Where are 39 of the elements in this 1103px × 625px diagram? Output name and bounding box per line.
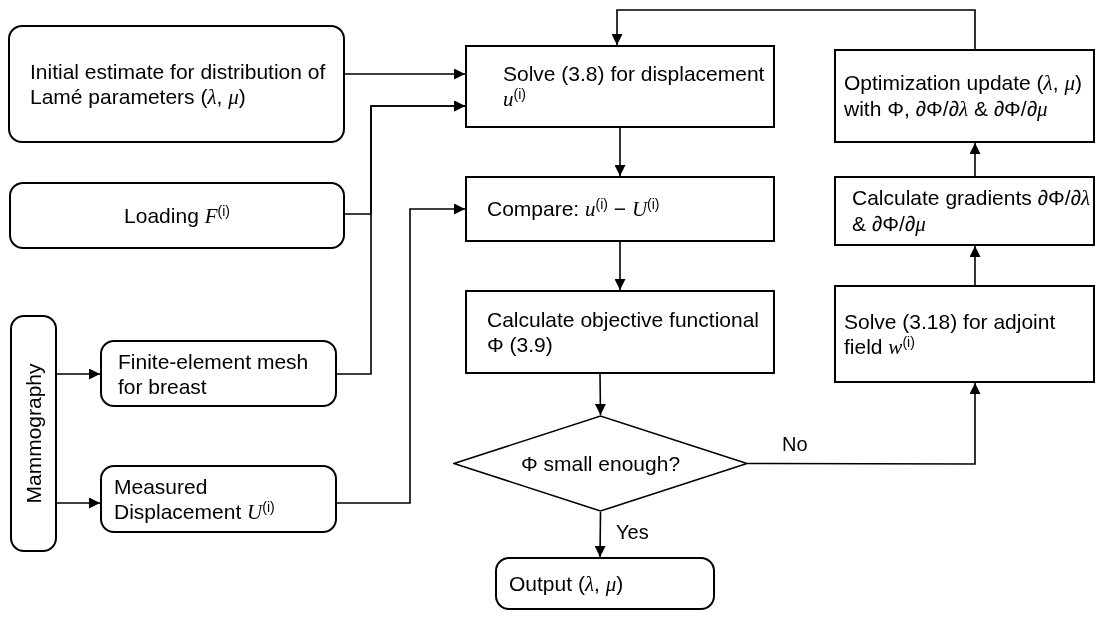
- process-box: [10, 315, 57, 552]
- process-box: [834, 49, 1095, 143]
- arrow: [56, 497, 101, 509]
- arrow: [611, 9, 976, 50]
- node-label: Output (λ, μ): [509, 570, 624, 597]
- node-label: Calculate gradients ∂Φ/∂λ & ∂Φ/∂μ: [852, 185, 1092, 237]
- node-label: Solve (3.18) for adjoint field w$^{(i)}$: [844, 308, 1057, 360]
- process-box: [465, 176, 775, 242]
- process-box: [100, 465, 337, 533]
- process-box: [495, 557, 715, 610]
- node-label: Loading F$^{(i)}$: [124, 202, 230, 229]
- arrow: [336, 203, 466, 504]
- node-label: Φ small enough?: [520, 451, 681, 476]
- arrow: [614, 127, 626, 177]
- arrow: [747, 382, 981, 465]
- node-label: Mammography: [21, 363, 46, 504]
- process-box: [465, 290, 775, 374]
- node-label: Solve (3.8) for displacement u$^{(i)}$: [503, 61, 766, 112]
- arrow: [56, 368, 101, 380]
- arrow: [344, 68, 466, 80]
- arrow: [594, 373, 606, 416]
- decision-diamond: [453, 415, 748, 512]
- process-box: [834, 285, 1095, 383]
- node-label: Compare: u$^{(i)}$ − U$^{(i)}$: [487, 196, 660, 222]
- arrow: [969, 245, 981, 286]
- process-box: [465, 45, 775, 128]
- process-box: [9, 182, 345, 249]
- node-label: Calculate objective functional Φ (3.9): [487, 307, 760, 357]
- arrow: [336, 100, 466, 375]
- process-box: [8, 25, 345, 143]
- node-label: Initial estimate for distribution of Lamé parameters (λ, μ): [30, 58, 327, 110]
- arrow: [614, 241, 626, 291]
- node-label: Measured Displacement U$^{(i)}$: [114, 473, 276, 525]
- node-label: Optimization update (λ, μ) with Φ, ∂Φ/∂λ & ∂Φ/∂μ: [844, 70, 1083, 122]
- arrow: [969, 142, 981, 177]
- arrow: [594, 511, 606, 558]
- node-label: Finite-element mesh for breast: [118, 348, 310, 399]
- process-box: [100, 340, 337, 407]
- process-box: [834, 176, 1095, 246]
